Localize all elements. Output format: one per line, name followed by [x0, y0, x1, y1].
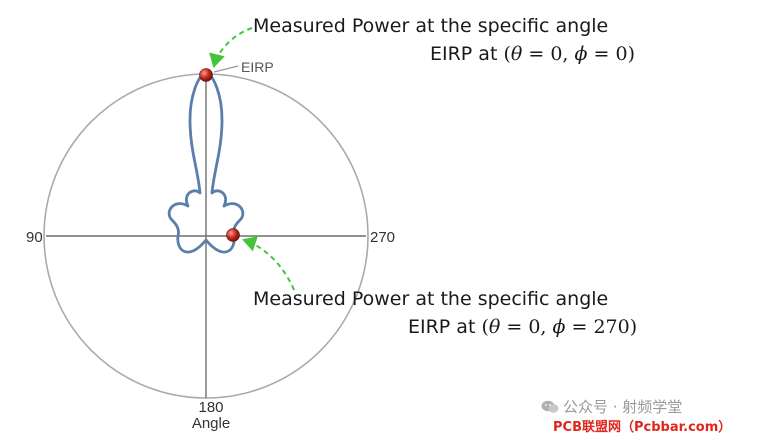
- eirp-leader-line: [213, 65, 239, 73]
- annotation-bottom-line2: EIRP at (θ = 0, ϕ = 270): [408, 318, 637, 337]
- eirp-peak-label: EIRP: [241, 59, 274, 75]
- annotation-top-line1: Measured Power at the specific angle: [253, 15, 609, 37]
- marker-side: [226, 228, 240, 242]
- watermark-site: PCB联盟网（Pcbbar.com）: [553, 420, 732, 435]
- annotation-top-formula: (θ = 0, ϕ = 0): [503, 43, 635, 65]
- marker-peak: [199, 68, 213, 82]
- annotation-bottom-prefix: EIRP at: [408, 316, 476, 338]
- annotation-top-prefix: EIRP at: [430, 43, 498, 65]
- annotation-top-line2: EIRP at (θ = 0, ϕ = 0): [430, 45, 635, 64]
- annotation-bottom-line1: Measured Power at the specific angle: [253, 288, 609, 310]
- angle-axis-title: Angle: [192, 415, 230, 432]
- arrow-top: [209, 27, 253, 68]
- arrow-bottom: [242, 236, 295, 291]
- wechat-icon: [541, 400, 559, 414]
- watermark-account: 公众号 · 射频学堂: [541, 400, 682, 415]
- annotation-bottom-formula: (θ = 0, ϕ = 270): [481, 316, 638, 338]
- angle-label-90: 90: [26, 229, 43, 246]
- angle-label-270: 270: [370, 229, 395, 246]
- angle-label-180: 180: [198, 399, 223, 416]
